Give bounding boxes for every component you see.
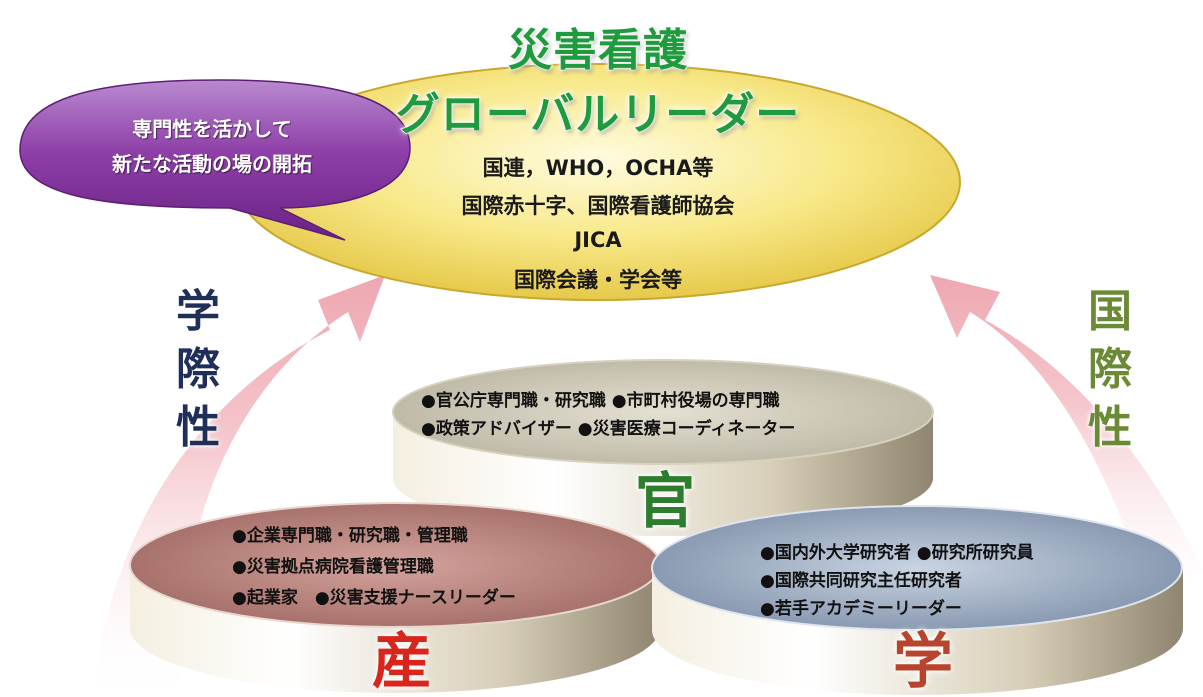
government-item-1: ●官公庁専門職・研究職 ●市町村役場の専門職 [421,391,780,411]
goal-title-line2: グローバルリーダー [395,88,801,141]
platform-academia [651,505,1183,695]
right-arrow-label-char-2: 際 [1088,344,1132,395]
bubble-line-1: 専門性を活かして [132,117,292,141]
industry-item-2: ●災害拠点病院看護管理職 [232,557,434,577]
platform-government [392,359,934,536]
right-arrow-label-char-1: 国 [1088,286,1132,337]
left-arrow-label-char-2: 際 [176,344,220,395]
academia-item-2: ●国際共同研究主任研究者 [760,571,962,591]
goal-title-line1: 災害看護 [507,24,688,77]
industry-label: 産 [372,627,432,697]
academia-item-1: ●国内外大学研究者 ●研究所研究員 [760,543,1034,563]
government-item-2: ●政策アドバイザー ●災害医療コーディネーター [421,419,796,439]
right-arrow [930,275,1203,600]
academia-item-3: ●若手アカデミーリーダー [760,599,962,619]
goal-line-1: 国連，WHO，OCHA等 [482,156,714,180]
bubble-line-2: 新たな活動の場の開拓 [112,152,312,176]
platform-industry [129,502,661,693]
right-arrow-label-char-3: 性 [1088,402,1132,453]
goal-line-2: 国際赤十字、国際看護師協会 [461,194,735,218]
academia-label: 学 [893,627,953,697]
left-arrow-label-char-1: 学 [176,286,220,337]
industry-item-1: ●企業専門職・研究職・管理職 [232,526,468,546]
government-label: 官 [635,467,695,537]
left-arrow-label-char-3: 性 [176,402,220,453]
goal-line-4: 国際会議・学会等 [514,268,682,292]
speech-bubble [19,79,411,241]
industry-item-3: ●起業家 ●災害支援ナースリーダー [232,588,516,608]
goal-line-3: JICA [574,228,622,252]
